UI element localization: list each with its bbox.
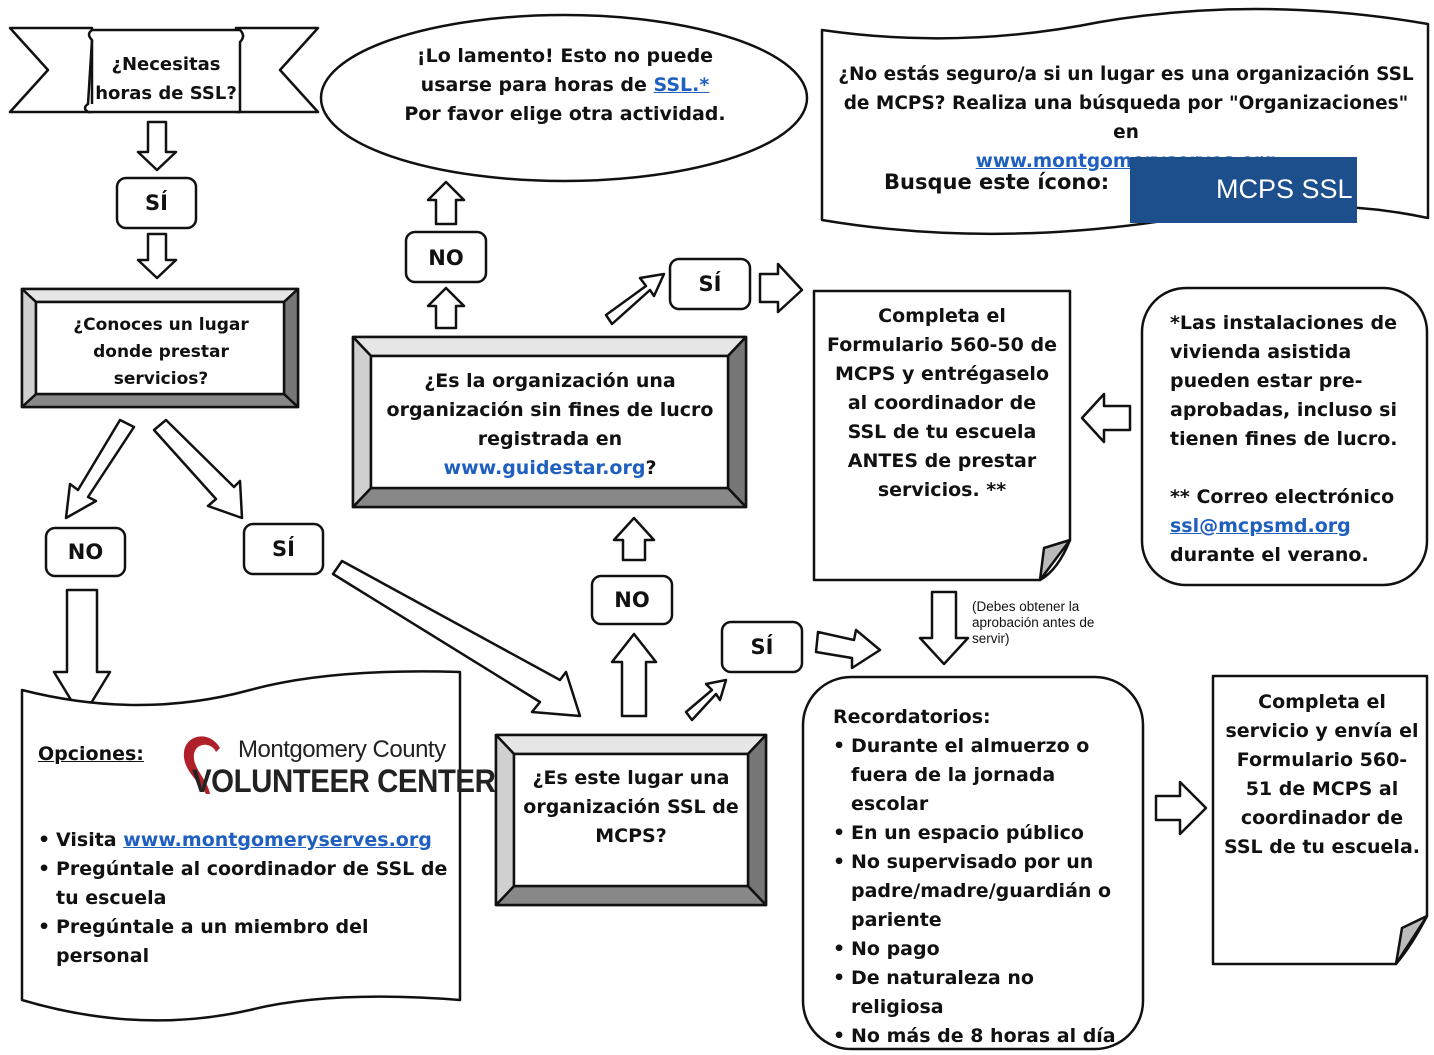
arrow-diagonal (331, 559, 582, 718)
arrow-diagonal (604, 272, 666, 326)
list-item: Visita www.montgomeryserves.org (38, 826, 448, 855)
no-box (44, 526, 127, 578)
notes-box (1140, 286, 1429, 587)
bevel-box-nonprofit (351, 335, 748, 509)
volunteer-center-logo-bottom: VOLUNTEER CENTER (192, 763, 496, 799)
nonprofit-question: ¿Es la organización una organización sin… (386, 370, 714, 479)
volunteer-center-logo-top: Montgomery County (238, 736, 446, 763)
ssl-org-question: ¿Es este lugar una organización SSL de M… (523, 767, 739, 847)
arrow-up (610, 632, 658, 718)
list-item: No supervisado por un padre/madre/guardi… (833, 848, 1123, 935)
list-item: Pregúntale a un miembro del personal (38, 913, 448, 971)
no-box (590, 574, 674, 626)
arrow-down (136, 120, 178, 172)
final-instructions: Completa el servicio y envía el Formular… (1224, 691, 1420, 858)
bevel-box-ssl-org (494, 733, 768, 907)
email-note-suffix: durante el verano. (1170, 544, 1369, 566)
email-note-prefix: ** Correo electrónico (1170, 486, 1395, 508)
list-item: De naturaleza no religiosa (833, 964, 1123, 1022)
start-banner (8, 26, 320, 114)
no-box (404, 230, 488, 284)
arrow-up (426, 180, 466, 226)
know-place-question: ¿Conoces un lugar donde prestar servicio… (73, 315, 249, 389)
arrow-diagonal (64, 418, 136, 520)
yes-label: SÍ (272, 537, 295, 561)
arrow-up (612, 516, 656, 562)
yes-box (668, 257, 752, 311)
volunteer-heart-icon (183, 736, 220, 794)
arrow-right (1154, 780, 1208, 836)
montgomeryserves-link[interactable]: www.montgomeryserves.org (123, 829, 432, 851)
arrow-left (1080, 392, 1132, 444)
ssl-footnote-link[interactable]: SSL.* (653, 74, 710, 96)
arrow-diagonal (152, 418, 244, 520)
sorry-message: ¡Lo lamento! Esto no puede usarse para h… (404, 45, 726, 125)
reminders-list: Recordatorios: Durante el almuerzo o fue… (833, 703, 1123, 1051)
arrow-right (814, 628, 882, 670)
approval-note: (Debes obtener la aprobación antes de se… (972, 599, 1095, 646)
yes-label: SÍ (750, 635, 774, 659)
form-56050-instructions: Completa el Formulario 560-50 de MCPS y … (827, 305, 1057, 501)
arrow-down (52, 588, 112, 720)
reminders-heading: Recordatorios: (833, 706, 991, 728)
assisted-living-note: *Las instalaciones de vivienda asistida … (1170, 312, 1398, 450)
arrow-up (426, 286, 466, 330)
bevel-box-know-place (20, 287, 300, 409)
yes-box (720, 620, 804, 674)
guidestar-link[interactable]: www.guidestar.org (443, 457, 646, 479)
notes-text: *Las instalaciones de vivienda asistida … (1170, 309, 1410, 570)
no-label: NO (428, 246, 464, 270)
yes-label: SÍ (698, 272, 722, 296)
list-item: En un espacio público (833, 819, 1123, 848)
mcps-ssl-logo-text: MCPS SSL (1216, 174, 1353, 204)
options-list: Visita www.montgomeryserves.org Pregúnta… (38, 826, 448, 971)
ssl-email-link[interactable]: ssl@mcpsmd.org (1170, 515, 1351, 537)
list-item: No más de 8 horas al día (833, 1022, 1123, 1051)
yes-box (115, 176, 198, 230)
arrow-down (136, 232, 178, 280)
arrow-diagonal (684, 678, 728, 722)
arrow-right (758, 262, 804, 314)
icon-prompt: Busque este ícono: (884, 170, 1110, 194)
mcps-ssl-logo: MCPS SSL (1130, 157, 1357, 223)
list-item: No pago (833, 935, 1123, 964)
list-item: Durante el almuerzo o fuera de la jornad… (833, 732, 1123, 819)
no-label: NO (614, 588, 650, 612)
yes-box (242, 522, 325, 576)
options-heading: Opciones: (38, 743, 144, 765)
sorry-ellipse (319, 13, 809, 183)
list-item: Pregúntale al coordinador de SSL de tu e… (38, 855, 448, 913)
arrow-down (918, 590, 970, 666)
yes-label: SÍ (145, 191, 168, 215)
no-label: NO (67, 540, 104, 564)
